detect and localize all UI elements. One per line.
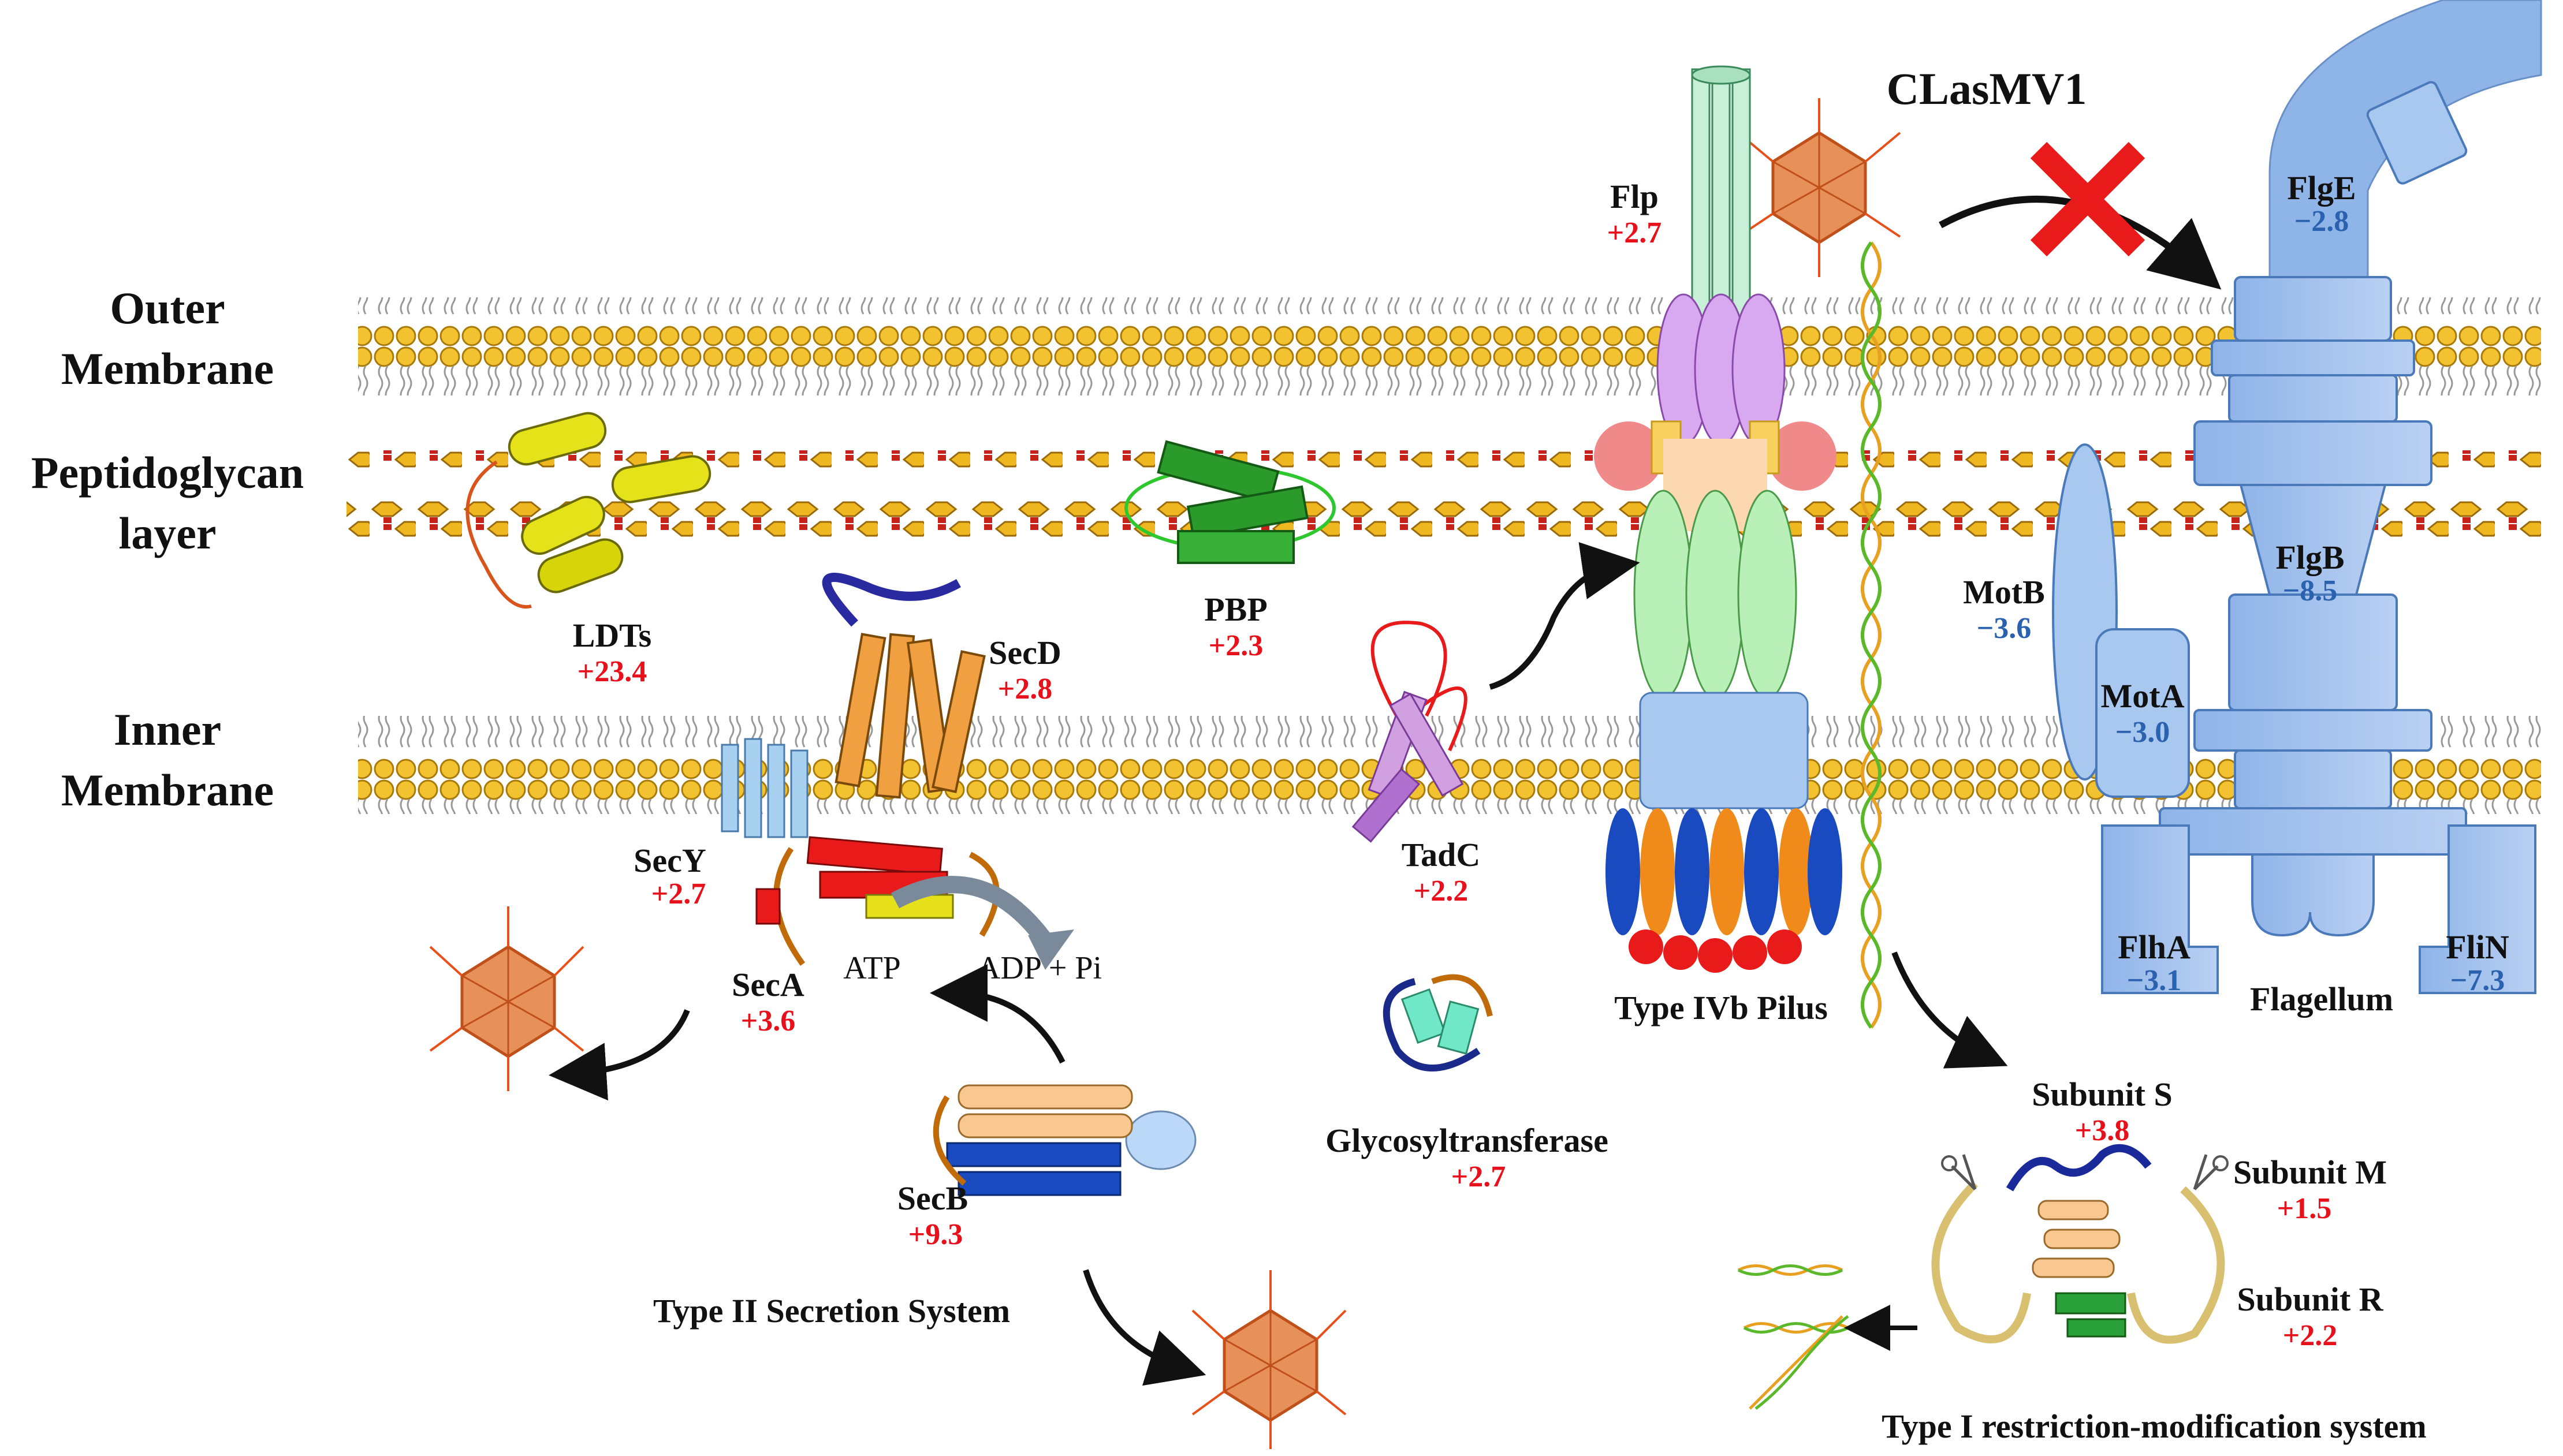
- tadc-value: +2.2: [1414, 875, 1469, 908]
- flgb-value: −8.5: [2283, 574, 2338, 607]
- seca-value: +3.6: [741, 1005, 796, 1037]
- flge-label: FlgE: [2287, 169, 2356, 207]
- atp-arrow: [891, 876, 1053, 946]
- ldts-value: +23.4: [578, 655, 647, 688]
- secb-to-seca-arrow: [930, 964, 1066, 1064]
- dna-strand-2: [1861, 241, 1882, 1029]
- secd-label: SecD: [989, 634, 1061, 671]
- secy-protein: [721, 738, 809, 838]
- flagellum: [2052, 0, 2542, 994]
- inner-membrane-label-1: Inner: [114, 704, 221, 755]
- ldts-label: LDTs: [573, 617, 652, 654]
- atp-label: ATP: [843, 950, 901, 986]
- seca-label: SecA: [732, 966, 804, 1003]
- secb-label: SecB: [897, 1179, 968, 1217]
- mota-label: MotA: [2101, 677, 2185, 715]
- flgb-label: FlgB: [2275, 539, 2344, 576]
- pilus-to-rm-arrow: [1891, 951, 2008, 1069]
- glyco-protein: [1383, 974, 1493, 1072]
- motb-value: −3.6: [1977, 612, 2032, 645]
- seca-to-virus-arrow: [549, 1009, 690, 1101]
- pbp-value: +2.3: [1209, 629, 1264, 662]
- glyco-value: +2.7: [1451, 1160, 1506, 1193]
- flge-value: −2.8: [2294, 205, 2349, 238]
- blocked-cross-icon: [2030, 141, 2145, 257]
- flagellum-label: Flagellum: [2250, 980, 2393, 1018]
- outer-membrane: [358, 297, 2541, 395]
- subunit-s-value: +3.8: [2075, 1114, 2130, 1147]
- subunit-r-label: Subunit R: [2237, 1280, 2383, 1318]
- secy-label: SecY: [634, 842, 706, 879]
- flin-label: FliN: [2446, 928, 2509, 966]
- subunit-m-label: Subunit M: [2233, 1153, 2387, 1191]
- secb-to-virus-arrow: [1083, 1269, 1206, 1386]
- rm-system-label: Type I restriction-modification system: [1882, 1408, 2426, 1445]
- peptidoglycan-label-1: Peptidoglycan: [31, 447, 304, 498]
- phage-bottom: [1191, 1270, 1347, 1449]
- atp-arrowhead: [1028, 929, 1074, 970]
- subunit-s-label: Subunit S: [2032, 1076, 2172, 1113]
- dna-fragments: [1737, 1264, 1849, 1410]
- flp-value: +2.7: [1607, 216, 1662, 249]
- flha-label: FlhA: [2118, 928, 2191, 966]
- tadc-label: TadC: [1402, 836, 1481, 873]
- flp-label: Flp: [1610, 178, 1659, 215]
- seca-protein: [755, 836, 1000, 966]
- phage-left: [429, 906, 584, 1091]
- dna-strand: [1861, 241, 1882, 1029]
- phage-top: [1737, 98, 1901, 277]
- outer-membrane-label-1: Outer: [110, 283, 225, 333]
- outer-membrane-label-2: Membrane: [61, 344, 274, 394]
- peptidoglycan-layer: [347, 450, 2541, 566]
- type4-label: Type IVb Pilus: [1614, 989, 1828, 1026]
- adp-label: ADP + Pi: [977, 950, 1102, 986]
- secy-value: +2.7: [651, 878, 706, 910]
- type4-pilus: [1594, 65, 1842, 973]
- rm-complex: [1931, 1144, 2229, 1344]
- secb-protein: [933, 1084, 1197, 1196]
- secd-protein: [822, 573, 986, 799]
- subunit-m-value: +1.5: [2277, 1192, 2332, 1225]
- type2-label: Type II Secretion System: [653, 1292, 1010, 1330]
- flin-value: −7.3: [2450, 964, 2505, 997]
- flha-value: −3.1: [2127, 964, 2182, 997]
- mota-value: −3.0: [2115, 716, 2170, 749]
- pbp-protein: [1124, 440, 1336, 564]
- virus-label: CLasMV1: [1887, 64, 2087, 114]
- secb-value: +9.3: [908, 1218, 963, 1251]
- inner-membrane-label-2: Membrane: [61, 765, 274, 815]
- tadc-to-pilus-arrow: [1489, 542, 1640, 690]
- peptidoglycan-label-2: layer: [119, 508, 217, 558]
- secd-value: +2.8: [998, 673, 1053, 705]
- glyco-label: Glycosyltransferase: [1325, 1122, 1608, 1159]
- subunit-r-value: +2.2: [2283, 1319, 2338, 1352]
- ldts-protein: [465, 412, 711, 609]
- tadc-protein: [1351, 621, 1467, 843]
- motb-label: MotB: [1963, 573, 2045, 611]
- pbp-label: PBP: [1204, 591, 1268, 628]
